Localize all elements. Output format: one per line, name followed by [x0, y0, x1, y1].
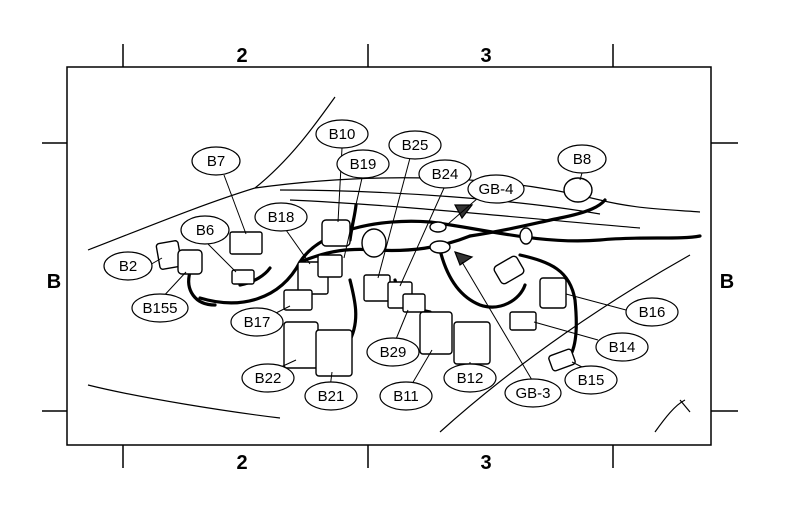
- svg-text:B10: B10: [329, 126, 356, 143]
- svg-text:B19: B19: [350, 156, 377, 173]
- svg-text:B6: B6: [196, 222, 214, 239]
- callout-b15: B15: [564, 365, 618, 395]
- svg-text:B155: B155: [142, 300, 177, 317]
- callout-b155: B155: [131, 293, 189, 323]
- svg-text:B15: B15: [578, 372, 605, 389]
- callout-b6: B6: [180, 215, 230, 245]
- svg-text:B11: B11: [393, 388, 419, 405]
- callout-b24: B24: [418, 159, 472, 189]
- svg-text:B22: B22: [255, 370, 282, 387]
- svg-text:B7: B7: [207, 153, 225, 170]
- diagram-frame: [66, 66, 712, 446]
- callout-b16: B16: [625, 297, 679, 327]
- svg-text:B25: B25: [402, 137, 429, 154]
- callout-gb4: GB-4: [467, 174, 525, 204]
- callout-b22: B22: [241, 363, 295, 393]
- svg-text:B8: B8: [573, 151, 591, 168]
- callout-b12: B12: [443, 363, 497, 393]
- svg-text:B24: B24: [432, 166, 459, 183]
- callout-b17: B17: [230, 307, 284, 337]
- callout-b14: B14: [595, 332, 649, 362]
- callout-b29: B29: [366, 337, 420, 367]
- callout-b10: B10: [315, 119, 369, 149]
- callout-gb3: GB-3: [504, 378, 562, 408]
- callout-b18: B18: [254, 202, 308, 232]
- connectors: [155, 177, 593, 377]
- callout-b11: B11: [379, 381, 433, 411]
- callout-b19: B19: [336, 149, 390, 179]
- svg-text:B16: B16: [639, 304, 666, 321]
- svg-text:B12: B12: [457, 370, 484, 387]
- row-label-right: B: [720, 271, 734, 293]
- grid-ticks: [42, 44, 738, 468]
- callout-b8: B8: [557, 144, 607, 174]
- column-label-top-2: 2: [236, 45, 247, 67]
- svg-text:B18: B18: [268, 209, 295, 226]
- callout-b25: B25: [388, 130, 442, 160]
- svg-text:B2: B2: [119, 258, 137, 275]
- callout-b2: B2: [103, 251, 153, 281]
- svg-text:B14: B14: [609, 339, 636, 356]
- callout-b7: B7: [191, 146, 241, 176]
- svg-text:B17: B17: [244, 314, 271, 331]
- column-label-bottom-2: 2: [236, 452, 247, 474]
- column-label-top-3: 3: [480, 45, 491, 67]
- callout-b21: B21: [304, 381, 358, 411]
- column-label-bottom-3: 3: [480, 452, 491, 474]
- svg-text:GB-4: GB-4: [478, 181, 513, 198]
- svg-text:B21: B21: [318, 388, 345, 405]
- svg-text:GB-3: GB-3: [515, 385, 550, 402]
- svg-text:B29: B29: [380, 344, 407, 361]
- row-label-left: B: [47, 271, 61, 293]
